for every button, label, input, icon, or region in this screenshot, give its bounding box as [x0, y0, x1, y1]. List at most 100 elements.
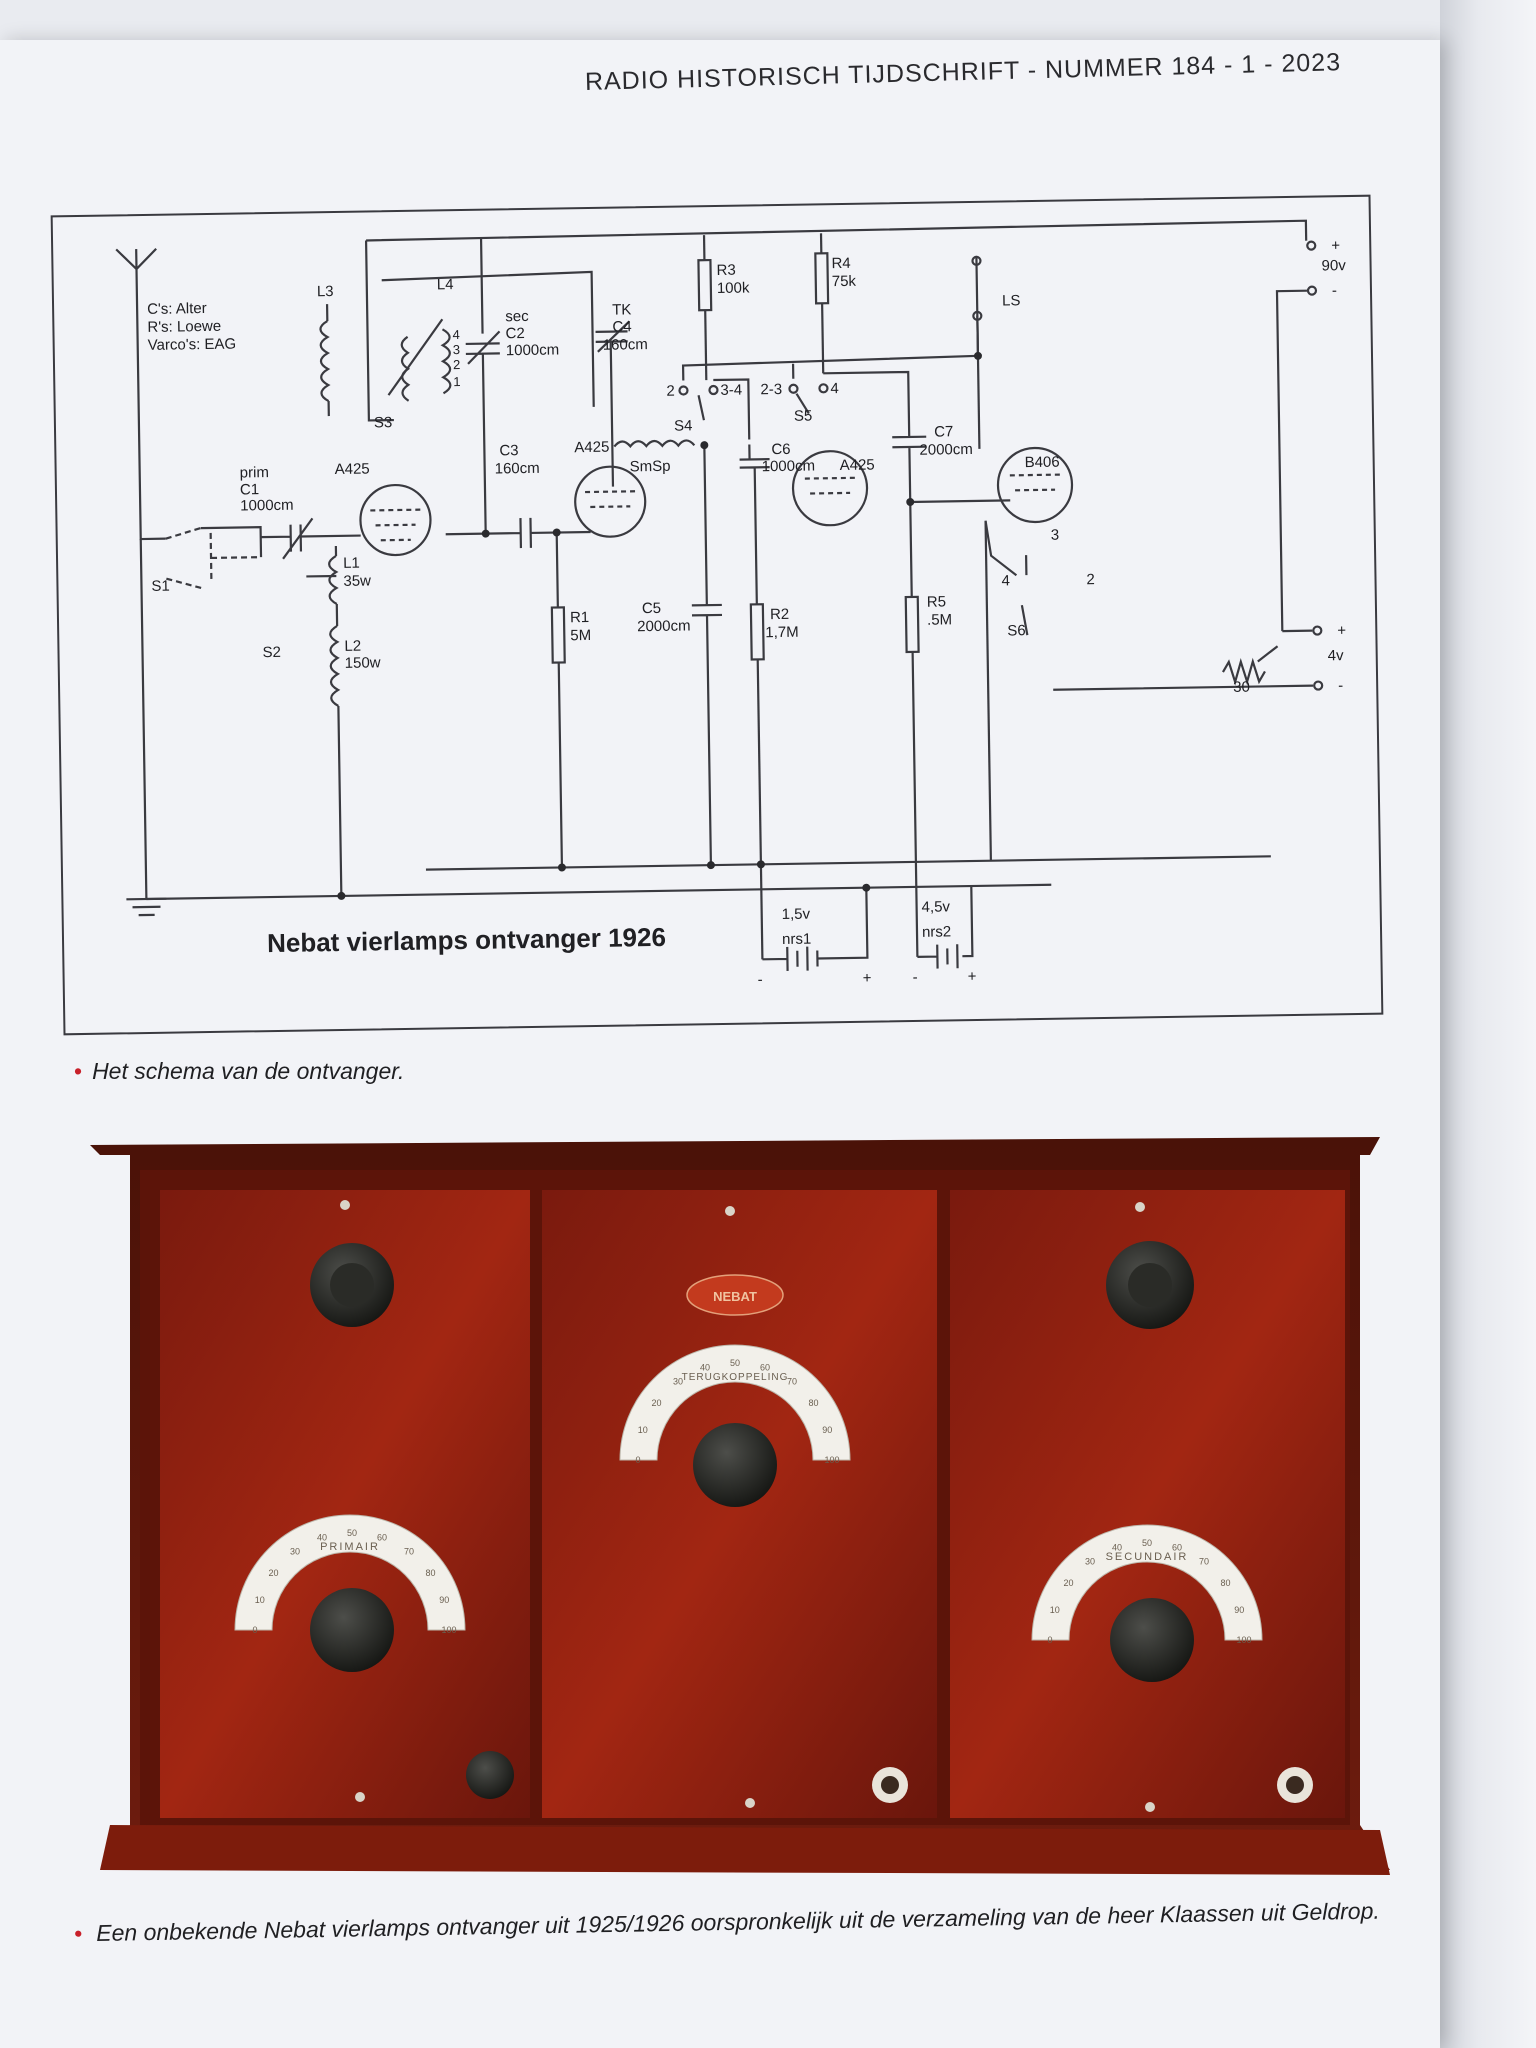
label-c2-value: 1000cm — [506, 341, 560, 359]
antenna — [115, 247, 166, 541]
dial-tick-label: 40 — [1112, 1543, 1122, 1553]
dial-primair — [234, 1514, 466, 1631]
label-pos-2-3: 2-3 — [760, 381, 782, 398]
label-c6-value: 1000cm — [762, 457, 816, 475]
label-l2-value: 150w — [345, 654, 381, 672]
label-s6-2: 2 — [1086, 571, 1095, 588]
cap-c3 — [445, 517, 591, 549]
label-s6-4: 4 — [1001, 572, 1010, 589]
label-l1: L1 — [343, 555, 360, 572]
dial-tick-label: 40 — [700, 1363, 710, 1373]
dial-tick-label: 50 — [347, 1528, 357, 1538]
label-c3-value: 160cm — [495, 460, 540, 478]
note-caps: C's: Alter — [147, 300, 207, 318]
cap-c1 — [260, 524, 361, 552]
dial-tick-label: 100 — [1236, 1635, 1251, 1645]
schematic-caption-text: Het schema van de ontvanger. — [92, 1058, 405, 1084]
coil-l1 — [328, 555, 339, 605]
label-minus-4: - — [1338, 677, 1343, 694]
dial-primair-label: PRIMAIR — [320, 1541, 380, 1553]
label-nrs2-voltage: 4,5v — [921, 898, 950, 915]
dial-tick-label: 0 — [635, 1455, 640, 1465]
dial-tick-label: 100 — [441, 1625, 456, 1635]
coil-tap-2: 2 — [453, 357, 460, 372]
label-prim: prim — [240, 464, 269, 481]
schematic-title: Nebat vierlamps ontvanger 1926 — [267, 922, 666, 958]
dial-tick-label: 60 — [377, 1533, 387, 1543]
tube-a425-1 — [359, 483, 432, 557]
cap-c2 — [465, 238, 500, 534]
coil-tap-3: 3 — [453, 342, 460, 357]
label-r4-value: 75k — [832, 273, 857, 290]
label-s1: S1 — [151, 578, 170, 595]
dial-terugkoppeling — [619, 1344, 851, 1461]
dial-tick-label: 40 — [317, 1533, 327, 1543]
dial-tick-label: 10 — [638, 1425, 648, 1435]
schematic-frame — [50, 194, 1384, 1036]
label-l2: L2 — [344, 638, 361, 655]
label-c3: C3 — [499, 442, 518, 459]
resistor-r3 — [697, 258, 713, 312]
label-nrs1-minus: - — [758, 971, 763, 988]
label-s6: S6 — [1007, 622, 1026, 639]
dial-secundair — [1031, 1524, 1263, 1641]
label-r3: R3 — [716, 262, 735, 279]
dial-secundair-label: SECUNDAIR — [1106, 1551, 1189, 1563]
label-r1-value: 5M — [570, 627, 591, 644]
label-s5: S5 — [794, 407, 813, 424]
label-a425-3: A425 — [840, 457, 875, 475]
label-r4: R4 — [831, 255, 850, 272]
label-smsp: SmSp — [630, 458, 671, 476]
dial-tick-label: 70 — [404, 1547, 414, 1557]
label-nrs1-voltage: 1,5v — [782, 906, 811, 923]
choke-smsp — [613, 439, 696, 449]
label-l4: L4 — [437, 276, 454, 293]
coil-l3 — [319, 320, 331, 403]
label-r5-value: .5M — [927, 611, 952, 628]
tube-a425-2 — [574, 465, 647, 538]
label-nrs2-minus: - — [913, 969, 918, 986]
label-ls: LS — [1002, 292, 1021, 309]
dial-tick-label: 70 — [787, 1377, 797, 1387]
label-a425-2: A425 — [574, 439, 609, 457]
resistor-r4 — [814, 252, 830, 305]
bullet-icon: • — [74, 1058, 83, 1084]
label-r1: R1 — [570, 609, 589, 626]
switch-s1 — [165, 527, 262, 590]
dial-tick-label: 50 — [1142, 1538, 1152, 1548]
badge-text: NEBAT — [713, 1289, 757, 1304]
label-l3: L3 — [317, 283, 334, 300]
label-plus-90: + — [1331, 237, 1340, 254]
small-knob-left — [466, 1751, 514, 1799]
cap-c4 — [595, 330, 628, 487]
dial-tick-label: 70 — [1199, 1557, 1209, 1567]
dial-tick-label: 20 — [268, 1568, 278, 1578]
dial-tick-label: 90 — [822, 1425, 832, 1435]
receiver-photo: NEBAT PRIMAIR TERUGKOPPELING SECUNDAIR 0… — [90, 1125, 1390, 1915]
dial-tick-label: 80 — [425, 1568, 435, 1578]
label-c5: C5 — [642, 600, 661, 617]
label-sec: sec — [505, 308, 529, 325]
label-pos-4: 4 — [830, 380, 839, 397]
label-r3-value: 100k — [717, 279, 750, 297]
tube-a425-3 — [791, 450, 869, 527]
dial-tick-label: 20 — [651, 1398, 661, 1408]
knob-secundair — [1110, 1598, 1194, 1682]
schematic-figure: C's: Alter R's: Loewe Varco's: EAG L3 L4… — [46, 190, 1389, 1041]
label-c7: C7 — [934, 423, 953, 440]
dial-tick-label: 30 — [290, 1547, 300, 1557]
dial-tick-label: 90 — [439, 1595, 449, 1605]
dial-tick-label: 60 — [1172, 1543, 1182, 1553]
label-c2: C2 — [505, 325, 524, 342]
schematic-diagram: C's: Alter R's: Loewe Varco's: EAG L3 L4… — [50, 194, 1384, 1036]
label-rheostat-30: 30 — [1233, 679, 1250, 696]
receiver-illustration: NEBAT PRIMAIR TERUGKOPPELING SECUNDAIR 0… — [90, 1137, 1390, 1875]
schematic-caption: • Het schema van de ontvanger. — [74, 1058, 404, 1085]
note-varcos: Varco's: EAG — [148, 336, 237, 354]
next-page-edge — [1440, 0, 1536, 2048]
cap-c5 — [691, 445, 723, 866]
cabinet-base — [100, 1825, 1390, 1875]
note-resistors: R's: Loewe — [147, 318, 221, 336]
cap-c7 — [823, 370, 1011, 504]
